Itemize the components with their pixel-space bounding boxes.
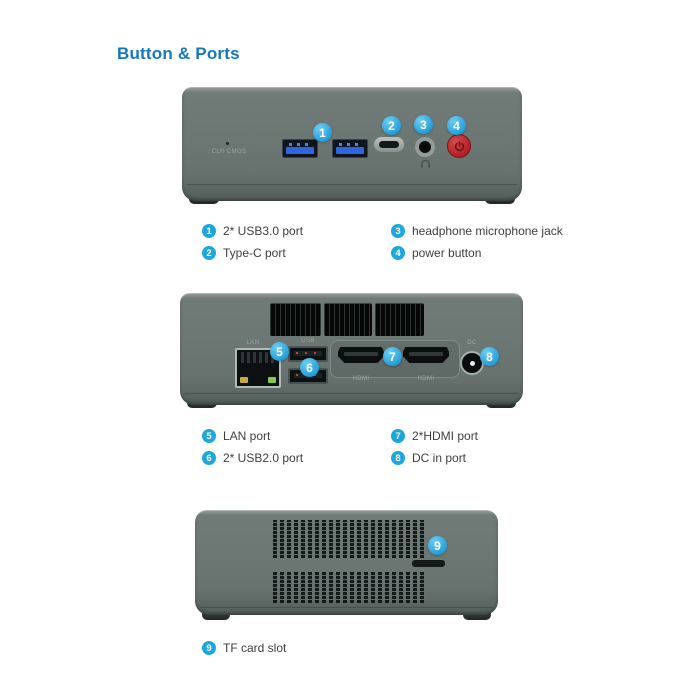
lan-port xyxy=(235,348,281,388)
page-title: Button & Ports xyxy=(117,44,240,63)
vent-slots-row xyxy=(273,572,425,603)
power-icon xyxy=(454,140,464,151)
chassis-seam xyxy=(185,393,518,394)
legend-number-badge: 1 xyxy=(202,224,216,238)
rear-view-image: LAN USB HDMI HDMI DC 5 6 7 8 xyxy=(180,293,523,412)
legend-number-badge: 5 xyxy=(202,429,216,443)
bottom-legend: 9 TF card slot xyxy=(202,637,391,659)
device-foot xyxy=(463,610,491,620)
legend-number-badge: 7 xyxy=(391,429,405,443)
hdmi-port xyxy=(403,347,449,363)
legend-item-label: LAN port xyxy=(223,429,271,443)
legend-number-badge: 4 xyxy=(391,246,405,260)
usb3-port xyxy=(332,139,368,158)
legend-item-label: 2* USB3.0 port xyxy=(223,224,304,238)
legend-item-label: DC in port xyxy=(412,451,467,465)
power-button xyxy=(447,134,471,158)
usb-pins xyxy=(296,352,320,354)
legend-item-label: power button xyxy=(412,246,482,260)
lan-label: LAN xyxy=(246,340,260,346)
legend-item: 2 Type-C port xyxy=(202,242,391,264)
lan-pins xyxy=(241,352,275,363)
clr-cmos-pinhole xyxy=(226,142,229,145)
lan-led-green xyxy=(268,377,276,383)
callout-4: 4 xyxy=(447,116,466,135)
front-legend: 1 2* USB3.0 port 2 Type-C port 3 headpho… xyxy=(202,220,563,264)
legend-item: 1 2* USB3.0 port xyxy=(202,220,391,242)
usb-pins xyxy=(339,143,361,146)
legend-number-badge: 2 xyxy=(202,246,216,260)
legend-item: 5 LAN port xyxy=(202,425,391,447)
callout-2: 2 xyxy=(382,116,401,135)
device-foot xyxy=(202,610,230,620)
usb-pins xyxy=(289,143,311,146)
bottom-view-image: 9 xyxy=(195,510,498,622)
vent-grille xyxy=(324,303,372,336)
legend-number-badge: 3 xyxy=(391,224,405,238)
type-c-port xyxy=(374,137,404,152)
clr-cmos-label: CLR CMOS xyxy=(211,149,247,155)
chassis-seam xyxy=(187,184,517,185)
legend-number-badge: 8 xyxy=(391,451,405,465)
legend-item: 9 TF card slot xyxy=(202,637,391,659)
vent-grille xyxy=(375,303,424,336)
front-view-image: CLR CMOS 1 2 3 4 xyxy=(182,87,522,207)
hdmi-port xyxy=(338,347,384,363)
callout-9: 9 xyxy=(428,536,447,555)
legend-number-badge: 6 xyxy=(202,451,216,465)
legend-item: 8 DC in port xyxy=(391,447,478,469)
legend-item-label: 2* USB2.0 port xyxy=(223,451,304,465)
legend-item-label: headphone microphone jack xyxy=(412,224,563,238)
headphone-icon xyxy=(420,159,431,168)
hdmi-label: HDMI xyxy=(417,376,435,382)
dc-label: DC xyxy=(467,340,477,346)
legend-item-label: TF card slot xyxy=(223,641,287,655)
chassis-seam xyxy=(200,607,493,608)
usb2-port xyxy=(288,346,328,362)
legend-item: 3 headphone microphone jack xyxy=(391,220,563,242)
hdmi-label: HDMI xyxy=(352,376,370,382)
legend-item-label: 2*HDMI port xyxy=(412,429,479,443)
tf-card-slot xyxy=(412,560,445,567)
lan-led-yellow xyxy=(240,377,248,383)
legend-number-badge: 9 xyxy=(202,641,216,655)
vent-grille xyxy=(270,303,321,336)
callout-6: 6 xyxy=(300,358,319,377)
legend-item: 7 2*HDMI port xyxy=(391,425,478,447)
usb-tongue xyxy=(336,147,364,154)
legend-item-label: Type-C port xyxy=(223,246,286,260)
rear-legend: 5 LAN port 6 2* USB2.0 port 7 2*HDMI por… xyxy=(202,425,478,469)
legend-item: 4 power button xyxy=(391,242,563,264)
usb3-port xyxy=(282,139,318,158)
usb-label: USB xyxy=(301,338,315,344)
callout-1: 1 xyxy=(313,123,332,142)
callout-8: 8 xyxy=(480,347,499,366)
callout-5: 5 xyxy=(270,342,289,361)
legend-item: 6 2* USB2.0 port xyxy=(202,447,391,469)
headphone-jack xyxy=(415,137,435,157)
vent-slots-row xyxy=(273,520,425,558)
usb-tongue xyxy=(286,147,314,154)
callout-7: 7 xyxy=(383,347,402,366)
callout-3: 3 xyxy=(414,115,433,134)
